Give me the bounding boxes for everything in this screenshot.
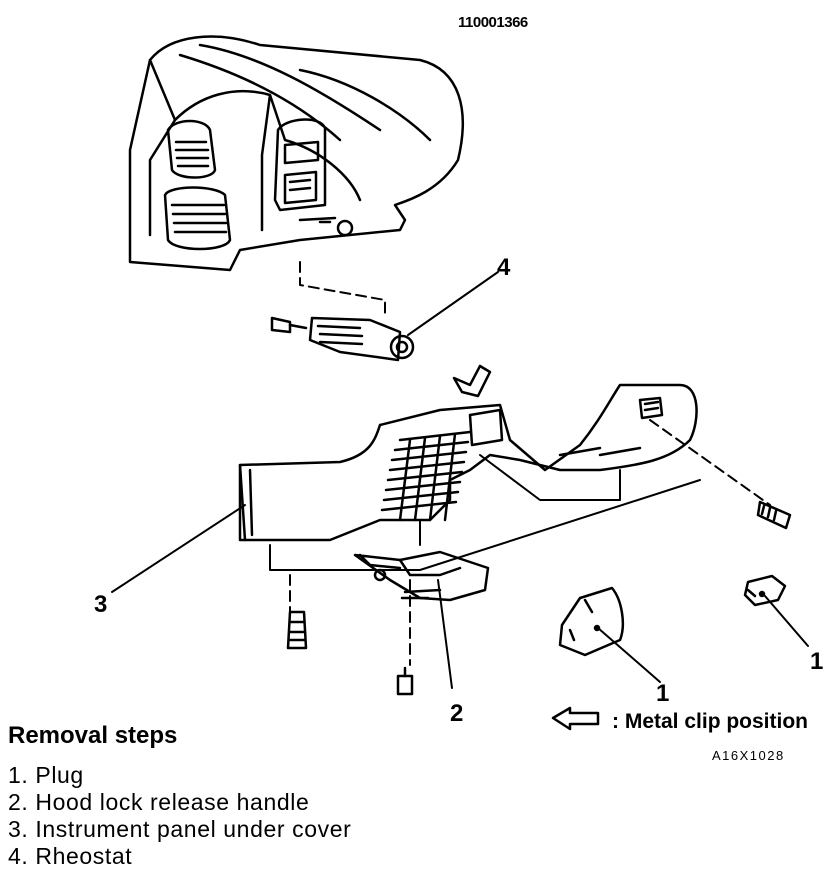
removal-step-instrument-panel-under-cover: 3. Instrument panel under cover: [8, 816, 352, 842]
under-cover-drawing: [238, 383, 698, 542]
view-direction-arrow: [452, 364, 492, 398]
plug-small-drawing: [743, 574, 787, 607]
removal-step-rheostat: 4. Rheostat: [8, 843, 133, 869]
document-id: 110001366: [458, 14, 528, 31]
removal-steps-list: 1. Plug 2. Hood lock release handle 3. I…: [8, 762, 351, 870]
plug-drawing: [558, 586, 624, 657]
guide-line: [479, 454, 621, 501]
guide-line: [299, 261, 386, 319]
callout-line-4: [407, 271, 499, 336]
removal-steps: Removal steps 1. Plug 2. Hood lock relea…: [8, 722, 351, 870]
metal-clip-legend: : Metal clip position: [612, 710, 808, 734]
instrument-panel-drawing: [128, 35, 464, 272]
callout-3: 3: [94, 591, 108, 618]
guide-line: [649, 419, 771, 506]
arrow-left-icon: [551, 706, 600, 731]
removal-steps-title: Removal steps: [8, 722, 178, 749]
legend-text: : Metal clip position: [612, 710, 809, 733]
callout-line-3: [111, 504, 246, 593]
removal-step-plug: 1. Plug: [8, 762, 84, 788]
callout-1-large-plug: 1: [656, 680, 670, 707]
hood-lock-handle-drawing: [353, 550, 490, 602]
callout-2: 2: [450, 700, 464, 727]
rheostat-drawing: [270, 316, 415, 362]
removal-step-hood-lock-release-handle: 2. Hood lock release handle: [8, 789, 310, 815]
callout-line-1b: [764, 595, 809, 647]
callout-line-1a: [597, 627, 661, 683]
callout-line-2: [437, 579, 453, 689]
screw-drawing: [286, 500, 792, 696]
guide-line: [269, 479, 701, 571]
callout-1-small-plug: 1: [810, 648, 824, 675]
figure-code: A16X1028: [712, 748, 785, 763]
callout-4: 4: [497, 254, 511, 281]
